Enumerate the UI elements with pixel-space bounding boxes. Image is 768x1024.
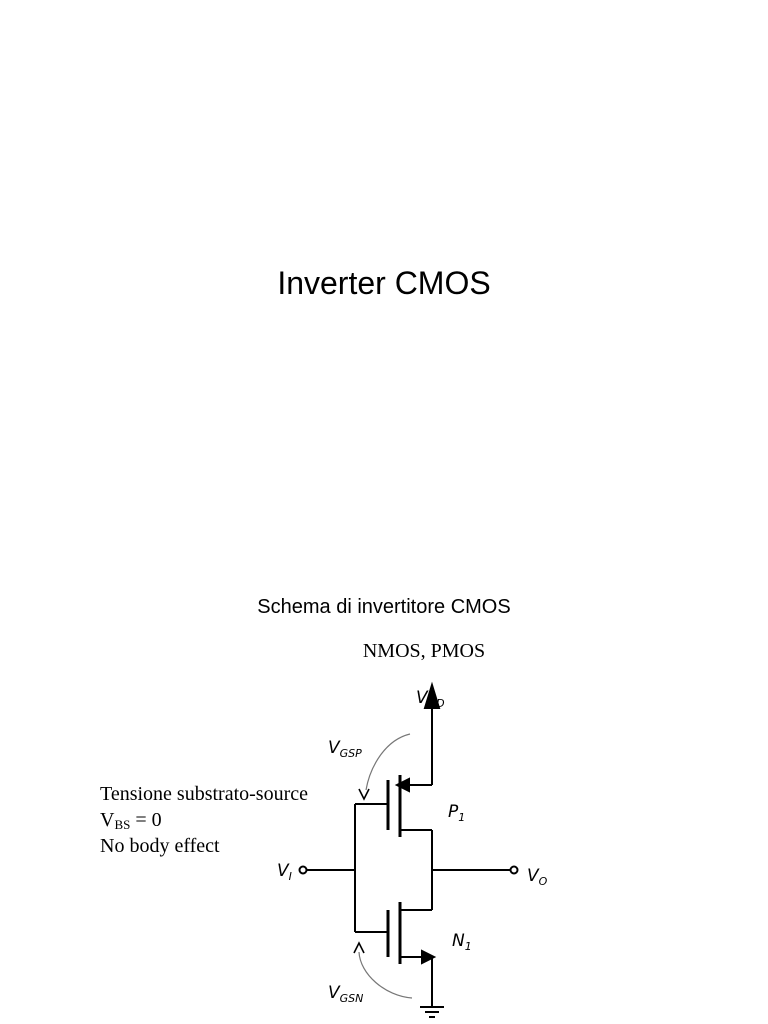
transistor-types: NMOS, PMOS (362, 640, 486, 662)
vdd-label: VDD (416, 688, 445, 710)
body-effect-note: Tensione substrato-source VBS = 0 No bod… (100, 781, 308, 859)
vgsp-curve (365, 733, 411, 791)
vgsp-label: VGSP (328, 738, 362, 760)
vi-label: VI (277, 861, 292, 883)
note-line-substrate: Tensione substrato-source (100, 783, 308, 805)
slide-schematic: Schema di invertitore CMOS NMOS, PMOS Te… (0, 512, 768, 1024)
vgsp-chevron (358, 788, 370, 801)
vdd-arrow (423, 681, 441, 709)
n1-label: N1 (452, 931, 472, 953)
output-terminal (509, 865, 519, 875)
note-line-vbs: VBS = 0 (100, 807, 308, 833)
vgsn-chevron (353, 941, 365, 954)
p1-label: P1 (448, 802, 465, 824)
vbs-symbol: V (100, 809, 115, 831)
vbs-subscript: BS (114, 817, 131, 832)
slide-title: Inverter CMOS (277, 265, 491, 301)
note-line-body-effect: No body effect (100, 835, 220, 857)
vo-label: VO (527, 866, 548, 888)
pmos-source-arrow (394, 777, 410, 793)
vgsn-label: VGSN (328, 983, 363, 1005)
cmos-inverter-schematic: VDD VGSP P1 VI VO N1 VGSN (277, 681, 548, 1018)
slide-subtitle: Schema di invertitore CMOS (257, 596, 511, 618)
vgsn-curve (358, 951, 413, 999)
input-terminal (298, 865, 308, 875)
nmos-source-arrow (421, 949, 437, 965)
vbs-value: = 0 (130, 809, 162, 831)
page-title: Inverter CMOS (277, 265, 491, 301)
